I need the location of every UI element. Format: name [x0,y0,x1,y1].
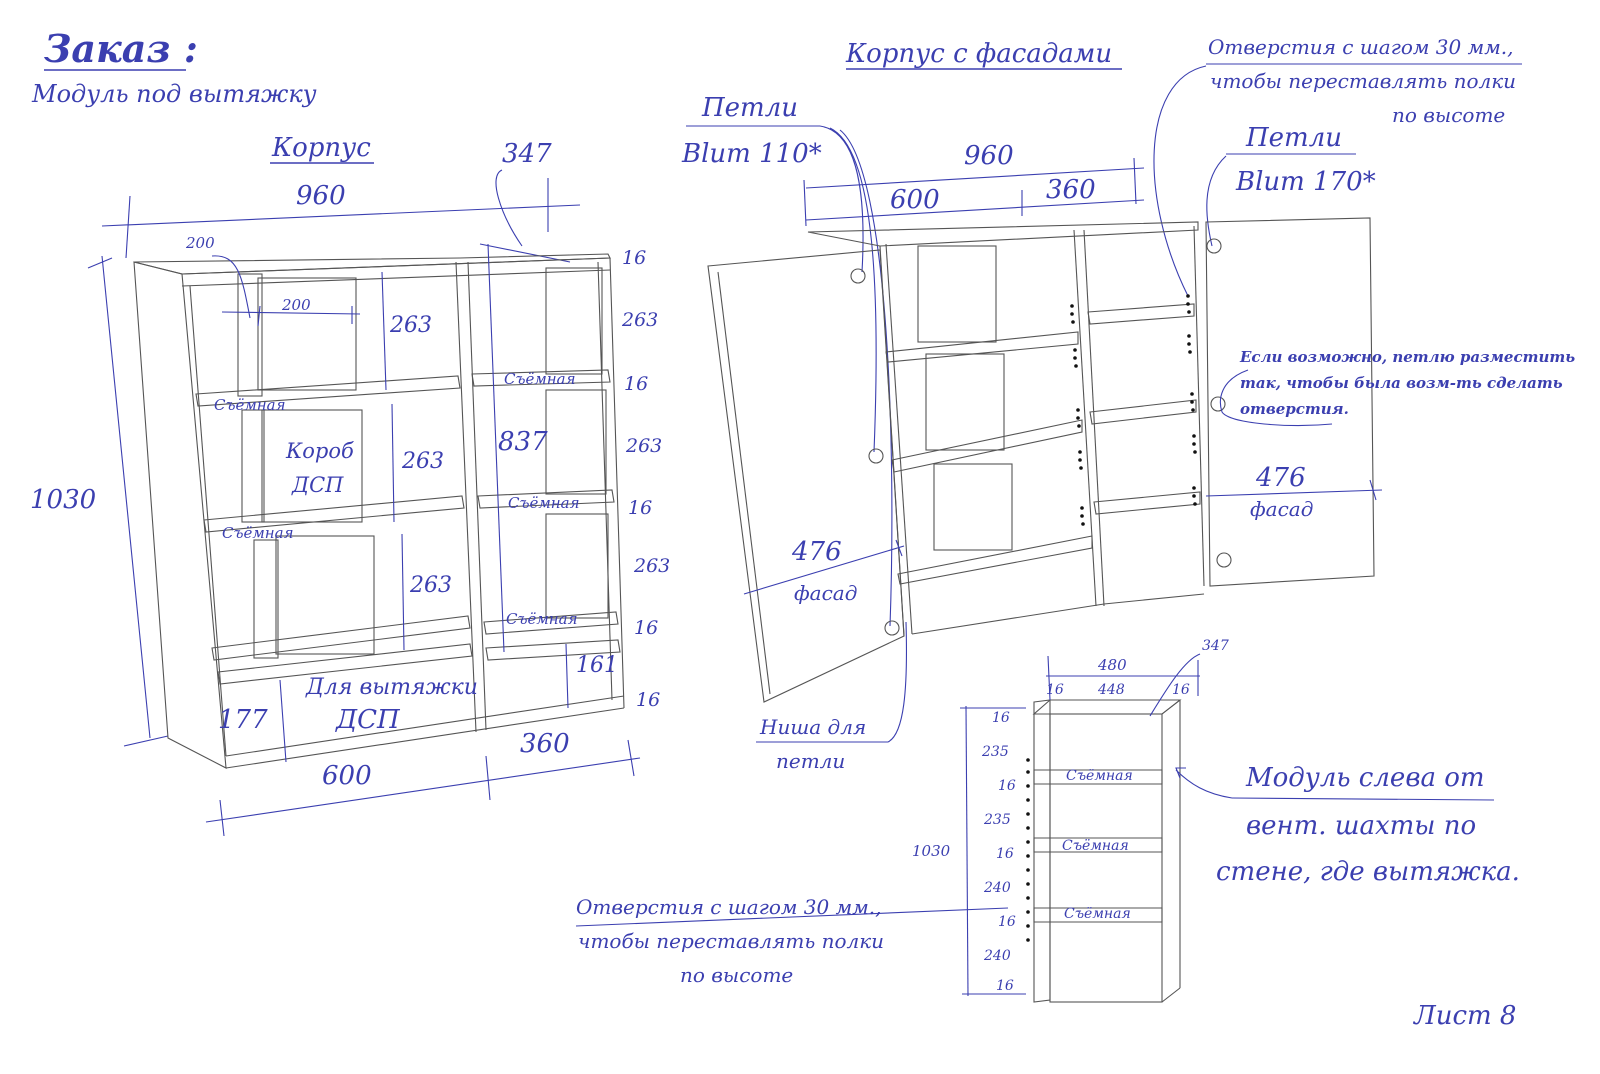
right-label-2: 263 [621,309,658,331]
side-holes-3: по высоте [680,963,793,987]
hinge-note-3: отверстия. [1240,400,1349,418]
left-height-3: 263 [409,573,452,598]
hinge-note-2: так, чтобы была возм-ть сделать [1240,374,1563,392]
side-removable-3: Съёмная [1064,906,1131,922]
side-col-9: 16 [996,978,1014,994]
niche-label-1: Ниша для [759,715,866,739]
side-col-1: 16 [992,710,1010,726]
removable-label-1: Съёмная [214,396,286,414]
side-col-7: 16 [998,914,1016,930]
box-label-1: Короб [285,439,354,463]
side-width-480: 480 [1097,656,1127,674]
removable-label-2: Съёмная [222,524,294,542]
facade-dim-960: 960 [964,141,1014,171]
side-inner-16a: 16 [1046,682,1064,698]
facades-title: Корпус с фасадами [845,39,1112,69]
right-label-4: 263 [625,435,662,457]
side-inner-16b: 16 [1172,682,1190,698]
order-subtitle: Модуль под вытяжку [31,80,317,108]
right-label-8: 16 [636,689,660,711]
holes-note-top-3: по высоте [1392,103,1505,127]
holes-note-top-1: Отверстия с шагом 30 мм., [1208,35,1514,59]
side-module [1026,699,1182,1003]
facade-476-right: 476 [1255,463,1306,493]
corpus-carcass [133,253,625,769]
sheet-number: Лист 8 [1412,1001,1516,1031]
side-removable-1: Съёмная [1066,768,1133,784]
dim-niche-161: 161 [576,653,618,678]
dim-bottom-177: 177 [218,705,268,735]
side-col-8: 240 [983,948,1011,964]
hood-label-2: ДСП [335,705,401,735]
right-label-1: 16 [622,247,646,269]
side-holes-2: чтобы переставлять полки [578,929,884,953]
side-removable-2: Съёмная [1062,838,1129,854]
side-col-4: 235 [983,812,1011,828]
right-label-7: 16 [634,617,658,639]
removable-label-5: Съёмная [506,610,578,628]
facade-dim-600: 600 [890,185,940,215]
facade-label-right: фасад [1250,497,1313,521]
side-depth-347: 347 [1202,638,1229,654]
right-label-3: 16 [624,373,648,395]
left-height-2: 263 [401,449,444,474]
order-title: Заказ : [44,26,198,71]
dim-box-depth-200: 200 [281,296,311,314]
right-label-6: 263 [633,555,670,577]
hinges-right-2: Blum 170* [1235,167,1376,197]
hood-label-1: Для вытяжки [305,675,478,700]
side-col-2: 235 [981,744,1009,760]
side-note-1: Модуль слева от [1245,763,1485,793]
side-inner-448: 448 [1097,682,1125,698]
hinges-left-1: Петли [701,93,798,123]
hinges-right-1: Петли [1245,123,1342,153]
right-label-5: 16 [628,497,652,519]
dim-height-1030: 1030 [30,485,96,515]
dim-width-960: 960 [296,181,346,211]
holes-note-top-2: чтобы переставлять полки [1210,69,1516,93]
side-note-2: вент. шахты по [1246,811,1476,841]
side-col-3: 16 [998,778,1016,794]
box-label-2: ДСП [291,473,344,497]
side-col-6: 240 [983,880,1011,896]
side-col-5: 16 [996,846,1014,862]
dim-left-600: 600 [322,761,372,791]
hinges-left-2: Blum 110* [681,139,822,169]
left-height-1: 263 [389,313,432,338]
removable-label-4: Съёмная [508,494,580,512]
dim-depth-347: 347 [502,139,552,169]
dim-inner-837: 837 [498,427,548,457]
side-note-3: стене, где вытяжка. [1216,857,1520,887]
hinge-note-1: Если возможно, петлю разместить [1239,348,1575,366]
dim-right-360: 360 [520,729,570,759]
removable-label-3: Съёмная [504,370,576,388]
facade-dim-360: 360 [1046,175,1096,205]
side-height-1030: 1030 [912,842,951,860]
shelf-holes [1070,294,1197,526]
niche-label-2: петли [776,749,845,773]
dim-box-width-200: 200 [185,234,215,252]
facade-476-left: 476 [791,537,842,567]
facade-carcass [707,217,1375,703]
corpus-title: Корпус [271,133,371,163]
facade-label-left: фасад [794,581,857,605]
